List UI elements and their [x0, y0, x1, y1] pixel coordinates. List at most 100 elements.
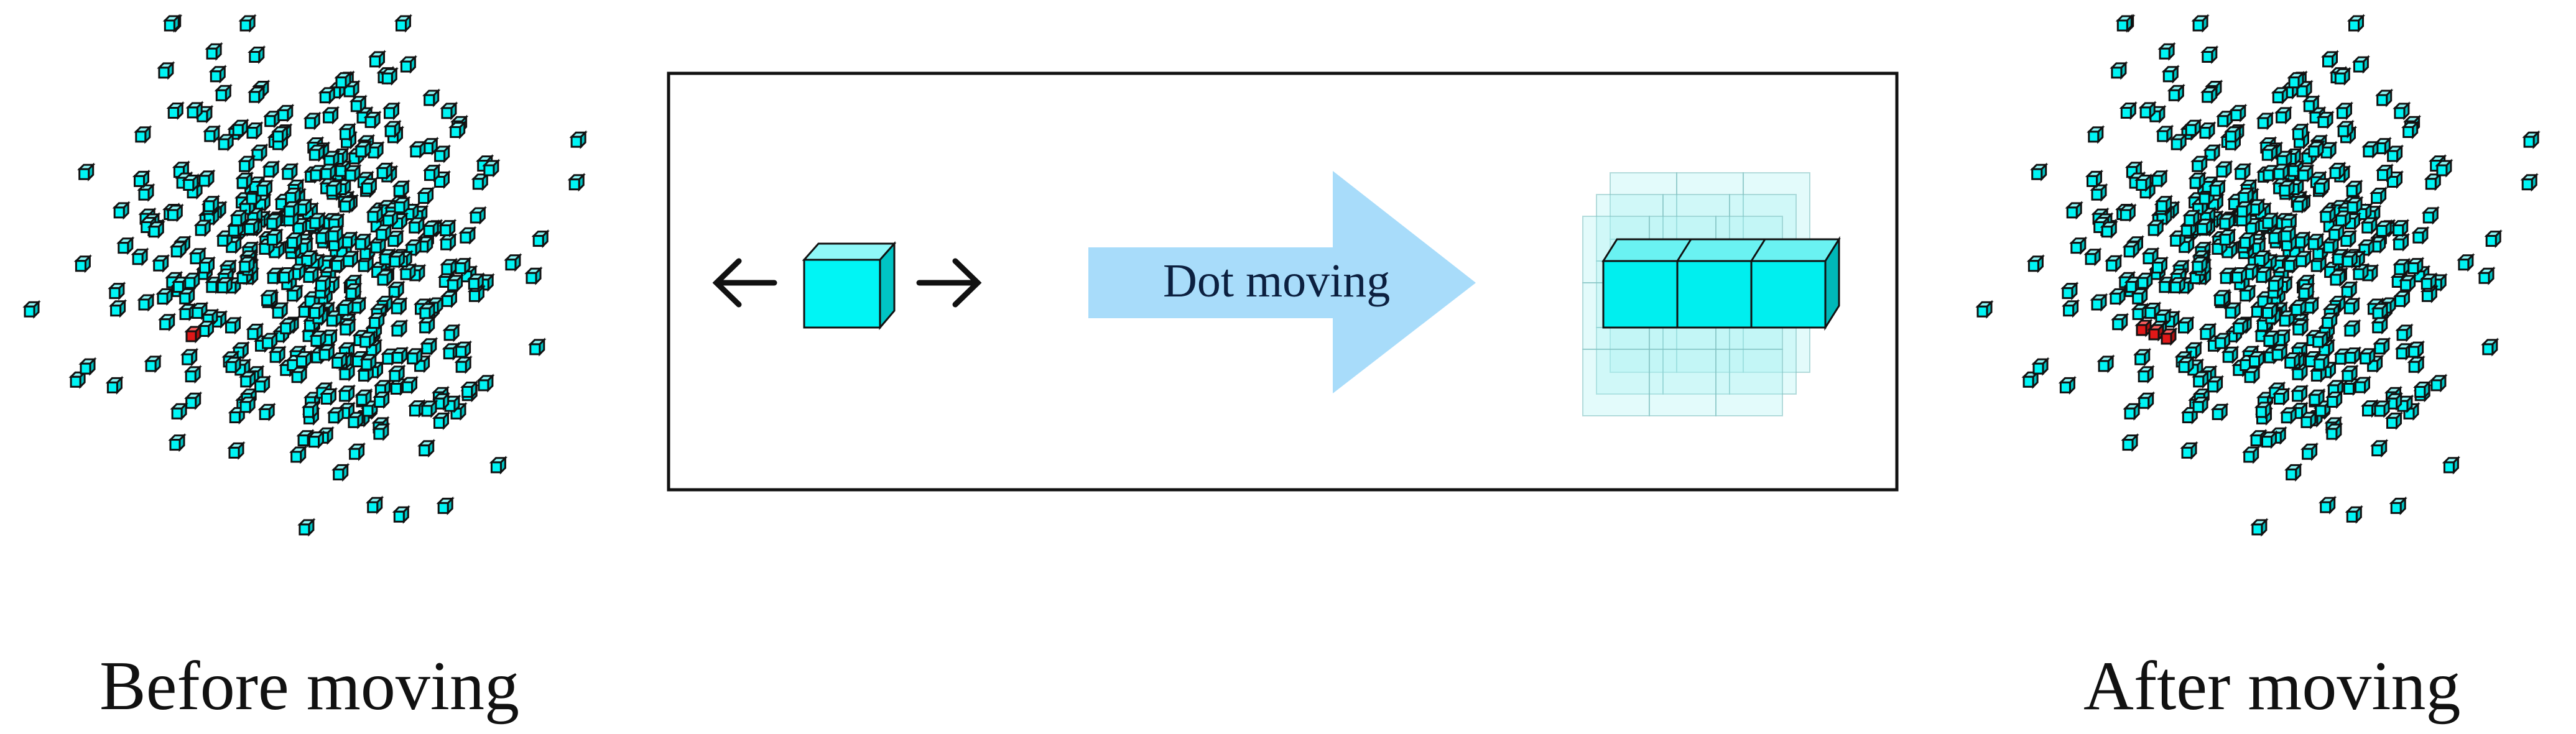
- voxel-cube: [251, 144, 267, 161]
- voxel-cube: [455, 258, 471, 275]
- voxel-cube: [2280, 226, 2296, 242]
- voxel-cube: [434, 145, 450, 162]
- voxel-cube: [470, 207, 486, 224]
- voxel-cube: [239, 397, 256, 413]
- grid-cell: [1715, 349, 1783, 416]
- voxel-cube: [2458, 254, 2474, 271]
- voxel-cube: [320, 388, 336, 405]
- voxel-cube: [232, 119, 248, 136]
- voxel-cube: [343, 250, 359, 267]
- voxel-cube: [443, 324, 460, 341]
- voxel-cube: [249, 86, 265, 103]
- voxel-cube: [106, 377, 123, 393]
- voxel-cube: [285, 188, 301, 204]
- voxel-cube: [228, 442, 244, 459]
- voxel-cube: [2178, 357, 2194, 374]
- voxel-cube: [419, 303, 435, 319]
- voxel-cube: [364, 111, 381, 128]
- voxel-cube: [349, 443, 365, 460]
- voxel-cube: [421, 338, 437, 355]
- voxel-cube: [2168, 85, 2184, 101]
- voxel-cube: [505, 254, 521, 271]
- voxel-cube: [24, 301, 40, 318]
- voxel-cube: [2394, 103, 2410, 119]
- grid-cell: [1662, 327, 1730, 395]
- voxel-cube: [2402, 122, 2419, 138]
- voxel-cube: [2328, 224, 2345, 241]
- voxel-cube: [1976, 301, 1993, 318]
- voxel-cube: [2390, 497, 2406, 514]
- voxel-cube: [2286, 464, 2302, 480]
- voxel-cube: [113, 202, 129, 219]
- voxel-cube: [303, 267, 319, 283]
- voxel-cube: [179, 288, 195, 305]
- voxel-cube: [2216, 161, 2232, 178]
- voxel-cube: [384, 121, 401, 137]
- voxel-cube: [280, 318, 296, 334]
- voxel-cube: [2407, 258, 2424, 275]
- moved-cube-row: [1601, 236, 1841, 331]
- voxel-cube: [231, 209, 247, 226]
- voxel-cube: [246, 122, 262, 139]
- voxel-cube: [396, 15, 411, 32]
- voxel-cube: [70, 371, 86, 388]
- voxel-cube: [389, 365, 405, 382]
- voxel-cube: [2346, 180, 2362, 197]
- voxel-cube: [2374, 338, 2390, 355]
- voxel-cube: [310, 330, 327, 347]
- voxel-cube: [2185, 119, 2201, 136]
- voxel-cube: [2376, 89, 2393, 106]
- voxel-cube: [450, 122, 466, 138]
- voxel-cube: [2120, 103, 2136, 119]
- voxel-cube: [2134, 349, 2151, 365]
- voxel-cube: [203, 196, 220, 213]
- voxel-cube: [2239, 232, 2255, 249]
- voxel-cube: [2225, 302, 2241, 319]
- voxel-cube: [440, 220, 456, 237]
- voxel-cube: [2225, 126, 2241, 143]
- voxel-cube: [296, 351, 312, 367]
- voxel-cube: [389, 251, 405, 268]
- voxel-cube: [2032, 358, 2049, 375]
- voxel-cube: [402, 377, 417, 393]
- voxel-cube: [309, 303, 325, 319]
- voxel-cube: [279, 267, 294, 283]
- voxel-cube: [2394, 259, 2410, 275]
- voxel-cube: [2022, 371, 2039, 388]
- voxel-cube: [2212, 403, 2228, 420]
- voxel-cube: [2521, 174, 2537, 191]
- voxel-cube: [299, 519, 315, 536]
- voxel-cube: [2193, 371, 2209, 388]
- voxel-cube: [2112, 314, 2128, 331]
- voxel-cube: [2303, 96, 2319, 112]
- voxel-cube: [373, 423, 389, 440]
- voxel-cube: [441, 259, 457, 275]
- voxel-cube: [2031, 163, 2047, 180]
- voxel-cube: [354, 234, 371, 250]
- voxel-cube: [418, 188, 434, 204]
- voxel-cube: [110, 300, 126, 317]
- voxel-cube: [472, 173, 488, 190]
- voxel-cube: [2322, 313, 2338, 329]
- voxel-cube: [2412, 227, 2429, 244]
- voxel-cube: [215, 85, 231, 101]
- voxel-cube: [210, 66, 226, 83]
- voxel-cube: [266, 229, 282, 246]
- voxel-cube: [468, 273, 484, 290]
- voxel-cube: [301, 250, 317, 267]
- grid-cell: [1582, 349, 1650, 416]
- voxel-cube: [2091, 294, 2107, 311]
- voxel-cube: [2298, 283, 2314, 300]
- voxel-cube: [2066, 202, 2082, 219]
- voxel-cube: [304, 112, 320, 129]
- voxel-cube: [2314, 354, 2330, 370]
- voxel-cube: [2204, 144, 2220, 161]
- voxel-cube: [2063, 300, 2079, 317]
- voxel-cube: [568, 174, 585, 191]
- voxel-cube: [185, 366, 201, 383]
- voxel-cube: [2342, 251, 2358, 268]
- voxel-cube: [2235, 163, 2251, 180]
- voxel-cube: [2111, 62, 2127, 79]
- voxel-cube: [2387, 145, 2403, 162]
- voxel-cube: [393, 180, 409, 197]
